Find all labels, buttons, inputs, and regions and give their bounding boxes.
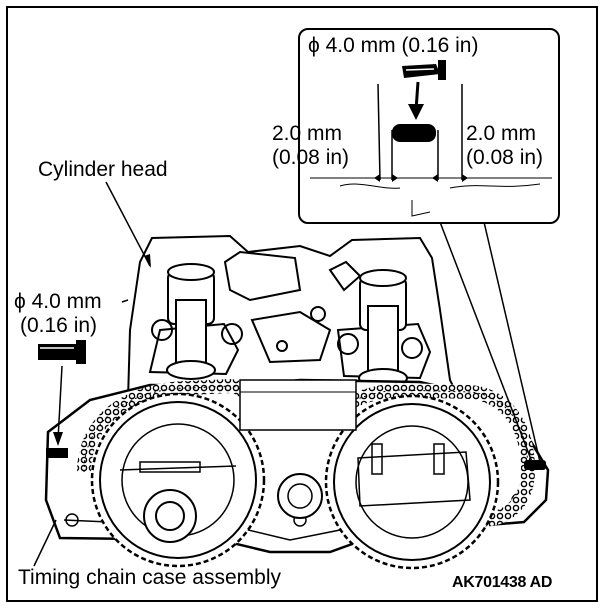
cylinder-head-label: Cylinder head: [38, 158, 168, 181]
left-cam-sprocket: [90, 392, 266, 568]
right-gap-mm-label: 2.0 mm: [466, 122, 537, 145]
right-gap-in-label: (0.08 in): [466, 146, 544, 169]
inset-pin-icon: [402, 60, 446, 80]
detail-inset: [298, 28, 560, 224]
left-camshaft: [166, 263, 216, 380]
inset-pin-in-hole: [392, 124, 436, 142]
timing-chain-case-label: Timing chain case assembly: [18, 566, 281, 589]
right-installed-pin: [524, 460, 546, 470]
inset-pin-diameter-label: ϕ 4.0 mm (0.16 in): [308, 34, 479, 57]
left-pin-icon: [38, 340, 86, 364]
left-gap-in-label: (0.08 in): [272, 146, 350, 169]
inset-illustration: [310, 60, 552, 217]
left-installed-pin: [46, 448, 68, 458]
figure-code: AK701438 AD: [452, 574, 553, 591]
left-pin-inch-label: (0.16 in): [20, 314, 98, 337]
left-gap-mm-label: 2.0 mm: [272, 122, 343, 145]
right-cam-sprocket: [324, 394, 500, 570]
left-pin-diameter-label: ϕ 4.0 mm: [14, 290, 102, 313]
